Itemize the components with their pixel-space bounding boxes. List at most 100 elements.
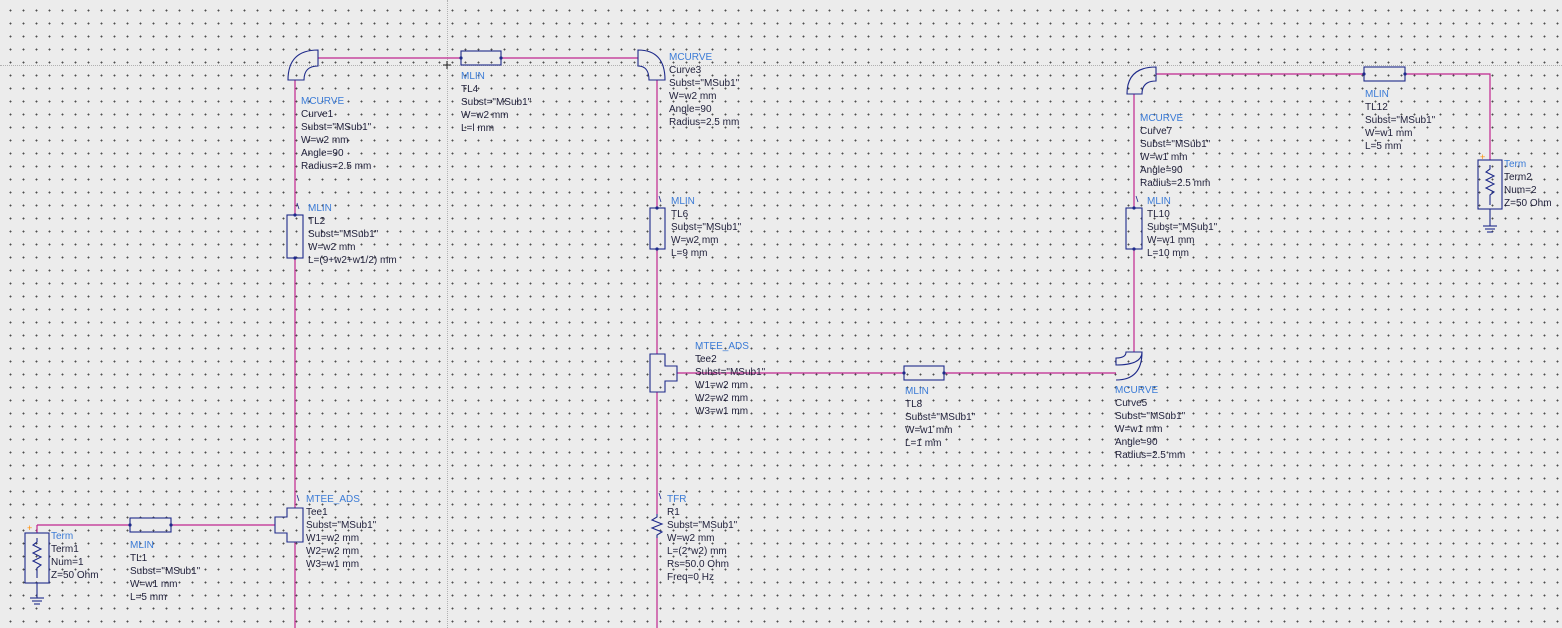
tl4-symbol[interactable] <box>460 50 502 66</box>
r1-param: W=w2 mm <box>667 533 715 544</box>
tl6-type: MLIN <box>671 196 695 207</box>
r1-name: R1 <box>667 507 680 518</box>
r1-param: Freq=0 Hz <box>667 572 714 583</box>
curve7-type: MCURVE <box>1140 113 1184 124</box>
term1-type: Term <box>51 531 74 542</box>
tl12-name: TL12 <box>1365 102 1388 113</box>
term-polarity: + + <box>27 152 1485 533</box>
tee1-param: W1=w2 mm <box>306 533 360 544</box>
tl10-symbol[interactable] <box>1125 207 1143 250</box>
curve1-name: Curve1 <box>301 109 334 120</box>
term2-label[interactable]: Term Term2 Num=2 Z=50 Ohm <box>1504 158 1552 210</box>
tl8-symbol[interactable] <box>903 365 945 381</box>
tl12-param: W=w1 mm <box>1365 128 1413 139</box>
curve3-name: Curve3 <box>669 65 702 76</box>
tee1-symbol[interactable] <box>274 507 304 543</box>
tee2-label[interactable]: MTEE_ADS Tee2 Subst="MSub1" W1=w2 mm W2=… <box>695 340 765 418</box>
tl2-label[interactable]: MLIN TL2 Subst="MSub1" W=w2 mm L=(9+w2+w… <box>308 202 397 267</box>
curve5-param: Radius=2.5 mm <box>1115 450 1186 461</box>
tl12-param: L=5 mm <box>1365 141 1402 152</box>
curve5-param: Subst="MSub1" <box>1115 411 1186 422</box>
curve5-symbol[interactable] <box>1115 351 1143 381</box>
cursor-crosshair <box>443 61 451 69</box>
term2-symbol[interactable] <box>1477 159 1503 233</box>
tee1-name: Tee1 <box>306 507 328 518</box>
term2-type: Term <box>1504 159 1527 170</box>
tl10-label[interactable]: MLIN TL10 Subst="MSub1" W=w1 mm L=10 mm <box>1147 195 1217 260</box>
tee1-type: MTEE_ADS <box>306 494 360 505</box>
term1-param: Z=50 Ohm <box>51 570 99 581</box>
tl2-name: TL2 <box>308 216 326 227</box>
curve1-param: Subst="MSub1" <box>301 122 372 133</box>
origin-guide-horizontal <box>0 65 1562 66</box>
tee2-type: MTEE_ADS <box>695 341 749 352</box>
term1-symbol[interactable] <box>24 532 50 605</box>
tl2-param: L=(9+w2+w1/2) mm <box>308 255 397 266</box>
wire[interactable] <box>1405 73 1491 160</box>
r1-param: Rs=50.0 Ohm <box>667 559 729 570</box>
tl6-label[interactable]: MLIN TL6 Subst="MSub1" W=w2 mm L=9 mm <box>671 195 741 260</box>
tl6-param: L=9 mm <box>671 248 708 259</box>
tl2-symbol[interactable] <box>286 214 304 259</box>
curve1-label[interactable]: MCURVE Curve1 Subst="MSub1" W=w2 mm Angl… <box>301 95 371 173</box>
term1-name: Term1 <box>51 544 79 555</box>
tl4-type: MLIN <box>461 71 485 82</box>
tl10-param: W=w1 mm <box>1147 235 1195 246</box>
curve3-param: W=w2 mm <box>669 91 717 102</box>
r1-symbol[interactable] <box>650 514 664 538</box>
term2-param: Num=2 <box>1504 185 1537 196</box>
curve7-label[interactable]: MCURVE Curve7 Subst="MSub1" W=w1 mm Angl… <box>1140 112 1210 190</box>
r1-param: Subst="MSub1" <box>667 520 738 531</box>
curve7-param: Subst="MSub1" <box>1140 139 1211 150</box>
tl4-param: L=l mm <box>461 123 495 134</box>
tl6-param: Subst="MSub1" <box>671 222 742 233</box>
tl4-label[interactable]: MLIN TL4 Subst="MSub1" W=w2 mm L=l mm <box>461 70 531 135</box>
tl1-name: TL1 <box>130 553 148 564</box>
tl4-param: Subst="MSub1" <box>461 97 532 108</box>
curve5-label[interactable]: MCURVE Curve5 Subst="MSub1" W=w1 mm Angl… <box>1115 384 1185 462</box>
curve3-label[interactable]: MCURVE Curve3 Subst="MSub1" W=w2 mm Angl… <box>669 51 739 129</box>
origin-guide-vertical <box>447 0 448 628</box>
tl10-param: L=10 mm <box>1147 248 1189 259</box>
curve3-type: MCURVE <box>669 52 713 63</box>
curve3-symbol[interactable] <box>637 49 666 81</box>
tee2-param: Subst="MSub1" <box>695 367 766 378</box>
curve1-param: Radius=2.5 mm <box>301 161 372 172</box>
curve7-param: Radius=2.5 mm <box>1140 178 1211 189</box>
tl2-param: W=w2 mm <box>308 242 356 253</box>
curve5-name: Curve5 <box>1115 398 1148 409</box>
tee1-param: W3=w1 mm <box>306 559 360 570</box>
tl8-label[interactable]: MLIN TL8 Subst="MSub1" W=w1 mm L=1 mm <box>905 385 975 450</box>
curve7-param: W=w1 mm <box>1140 152 1188 163</box>
r1-label[interactable]: TFR R1 Subst="MSub1" W=w2 mm L=(2*w2) mm… <box>667 493 737 584</box>
tee2-param: W3=w1 mm <box>695 406 749 417</box>
tl1-label[interactable]: MLIN TL1 Subst="MSub1" W=w1 mm L=5 mm <box>130 539 200 604</box>
tee2-symbol[interactable] <box>649 353 678 393</box>
tl12-type: MLIN <box>1365 89 1389 100</box>
tl10-name: TL10 <box>1147 209 1170 220</box>
svg-text:+: + <box>27 523 32 533</box>
tl4-name: TL4 <box>461 84 479 95</box>
tl4-param: W=w2 mm <box>461 110 509 121</box>
tee1-label[interactable]: MTEE_ADS Tee1 Subst="MSub1" W1=w2 mm W2=… <box>306 493 376 571</box>
curve7-symbol[interactable] <box>1126 66 1157 95</box>
tee1-param: Subst="MSub1" <box>306 520 377 531</box>
term1-label[interactable]: Term Term1 Num=1 Z=50 Ohm <box>51 530 99 582</box>
tl2-param: Subst="MSub1" <box>308 229 379 240</box>
curve1-param: Angle=90 <box>301 148 344 159</box>
tl10-type: MLIN <box>1147 196 1171 207</box>
pin-ticks <box>296 195 1139 502</box>
term1-param: Num=1 <box>51 557 84 568</box>
tl12-label[interactable]: MLIN TL12 Subst="MSub1" W=w1 mm L=5 mm <box>1365 88 1435 153</box>
tl12-symbol[interactable] <box>1363 66 1406 82</box>
tl1-symbol[interactable] <box>129 517 172 533</box>
tl1-param: W=w1 mm <box>130 579 178 590</box>
tl6-symbol[interactable] <box>649 207 666 250</box>
curve3-param: Subst="MSub1" <box>669 78 740 89</box>
curve1-param: W=w2 mm <box>301 135 349 146</box>
tl1-param: Subst="MSub1" <box>130 566 201 577</box>
curve5-param: W=w1 mm <box>1115 424 1163 435</box>
curve1-symbol[interactable] <box>287 49 319 81</box>
